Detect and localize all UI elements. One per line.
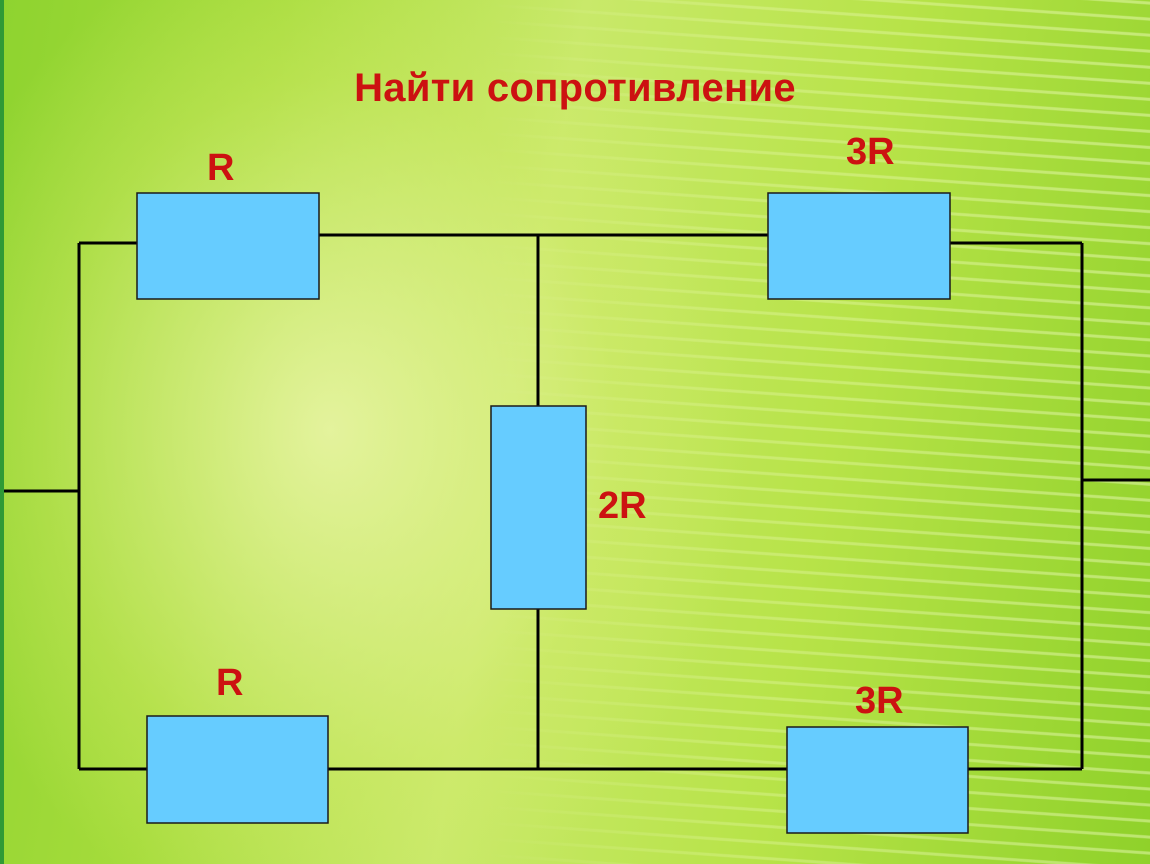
label-resistor-bottom-right: 3R: [855, 680, 904, 722]
resistor-bottom-right: [786, 726, 969, 834]
label-resistor-top-right: 3R: [846, 131, 895, 173]
resistor-middle: [490, 405, 587, 610]
resistor-top-right: [767, 192, 951, 300]
label-resistor-bottom-left: R: [216, 662, 244, 704]
label-resistor-middle: 2R: [598, 485, 647, 527]
resistor-bottom-left: [146, 715, 329, 824]
label-resistor-top-left: R: [207, 147, 235, 189]
slide-title: Найти сопротивление: [354, 66, 796, 110]
resistor-top-left: [136, 192, 320, 300]
slide-left-edge: [0, 0, 4, 864]
